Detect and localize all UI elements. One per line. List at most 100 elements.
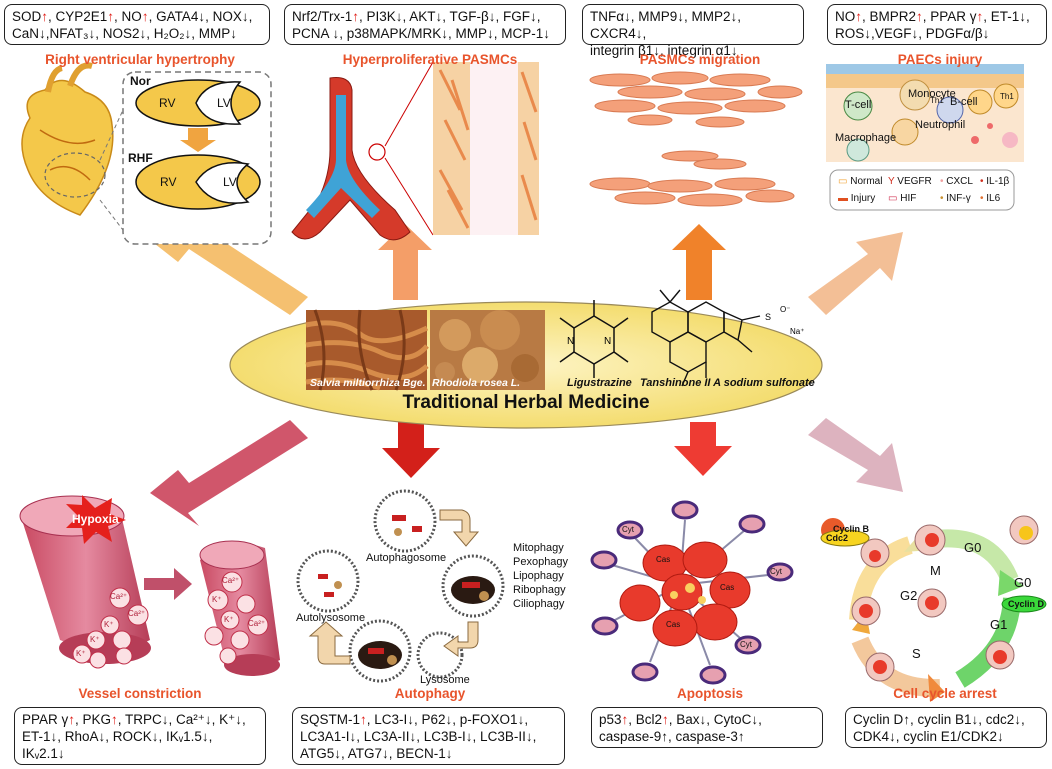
- autophagy-title: Autophagy: [394, 686, 466, 701]
- cyclin-d-badge: [1001, 595, 1047, 613]
- marker-text: ATG5↓, ATG7↓, BECN-1↓: [300, 746, 453, 761]
- vessel-normal: [19, 495, 151, 664]
- legend-il6: • IL6: [980, 193, 1001, 204]
- upregulated-arrow: ↑: [41, 9, 49, 24]
- rv-label-rhf: RV: [160, 175, 177, 189]
- upregulated-arrow: ↑: [107, 9, 115, 24]
- marker-text: ROS↓,VEGF↓, PDGFα/β↓: [835, 26, 990, 41]
- marker-text: , BMPR2: [862, 9, 917, 24]
- sodium-label: Na⁺: [790, 327, 804, 336]
- macrophage-label: Macrophage: [835, 132, 897, 144]
- phase-g1-label: G1: [990, 617, 1008, 632]
- sulfonate-label: S: [765, 312, 771, 322]
- pasmc-markers-box: Nrf2/Trx-1↑, PI3K↓, AKT↓, TGF-β↓, FGF↓,P…: [284, 4, 566, 45]
- rvh-title: Right ventricular hypertrophy: [45, 52, 235, 67]
- autophagy-type: Pexophagy: [513, 556, 569, 568]
- upregulated-arrow: ↑: [662, 712, 669, 727]
- heart-transition-arrow: [180, 128, 216, 152]
- vessel-title: Vessel constriction: [78, 686, 202, 701]
- upregulated-arrow: ↑: [976, 9, 984, 24]
- marker-text: Nrf2/Trx-1: [292, 9, 353, 24]
- marker-text: SQSTM-1: [300, 712, 361, 727]
- marker-text: , LC3-I↓, P62↓, p-FOXO1↓,: [366, 712, 529, 727]
- cyclin-b-label: Cyclin B: [833, 524, 870, 534]
- phase-m-label: M: [930, 563, 941, 578]
- apoptosome: [590, 500, 794, 685]
- sulfonate-label: O⁻: [780, 305, 790, 314]
- upregulated-arrow: ↑: [352, 9, 359, 24]
- k-ion-label: K⁺: [224, 615, 234, 624]
- k-ion-label: K⁺: [104, 620, 114, 629]
- upregulated-arrow: ↑: [141, 9, 149, 24]
- lysosome-label: Lysosome: [420, 674, 470, 686]
- upregulated-arrow: ↑: [621, 712, 629, 727]
- arrow-to-apoptosis: [674, 422, 732, 476]
- upregulated-arrow: ↑: [360, 712, 367, 727]
- arrow-to-paec: [808, 232, 903, 315]
- hypoxia-burst: [66, 495, 126, 544]
- autophagy-type: Ribophagy: [513, 584, 566, 596]
- marker-text: , PKG: [75, 712, 112, 727]
- migration-title: PASMCs migration: [639, 52, 761, 67]
- marker-text: , NO: [114, 9, 142, 24]
- legend-cxcl: • CXCL: [940, 176, 973, 187]
- marker-text: p53: [599, 712, 622, 727]
- legend-il1b: • IL-1β: [980, 176, 1010, 187]
- nitrogen-label: N: [567, 336, 574, 347]
- heart-illustration: [21, 62, 114, 216]
- autophagy-cycle-arrows: [308, 509, 480, 665]
- heart-rhf-label: RHF: [128, 151, 153, 165]
- marker-text: , GATA4↓, NOX↓,: [148, 9, 253, 24]
- arrow-to-migration: [672, 224, 726, 300]
- legend-normal: ▭ Normal: [838, 176, 883, 187]
- heart-nor-label: Nor: [130, 74, 151, 88]
- neutrophil-label: Neutrophil: [915, 119, 966, 131]
- paec-title: PAECs injury: [897, 52, 983, 67]
- cellcycle-markers-box: Cyclin D↑, cyclin B1↓, cdc2↓,CDK4↓, cycl…: [845, 707, 1047, 748]
- autophagosome-label: Autophagosome: [366, 552, 447, 564]
- marker-text: caspase-9↑, caspase-3↑: [599, 729, 745, 744]
- arrow-to-vessel: [150, 420, 308, 526]
- rv-label-normal: RV: [159, 96, 176, 110]
- cyt-label: Cyt: [622, 525, 634, 534]
- marker-text: , TRPC↓, Ca²⁺↓, K⁺↓,: [117, 712, 246, 727]
- apoptosis-title: Apoptosis: [677, 686, 743, 701]
- ligustrazine-caption: Ligustrazine: [567, 377, 632, 389]
- autophagy-types-list: Mitophagy Pexophagy Lipophagy Ribophagy …: [513, 541, 568, 611]
- paec-markers-box: NO↑, BMPR2↑, PPAR γ↑, ET-1↓,ROS↓,VEGF↓, …: [827, 4, 1047, 45]
- upregulated-arrow: ↑: [111, 712, 118, 727]
- rvh-markers-box: SOD↑, CYP2E1↑, NO↑, GATA4↓, NOX↓,CaN↓,NF…: [4, 4, 270, 45]
- phase-g2-label: G2: [900, 588, 918, 603]
- marker-text: NO: [835, 9, 856, 24]
- cas-label: Cas: [666, 620, 681, 629]
- marker-text: TNFα↓, MMP9↓, MMP2↓, CXCR4↓,: [590, 9, 742, 41]
- cyt-label: Cyt: [770, 567, 782, 576]
- marker-text: SOD: [12, 9, 42, 24]
- ca-ion-label: Ca²⁺: [128, 609, 146, 618]
- legend-hif: ▭ HIF: [888, 193, 917, 204]
- legend-injury: ▬ Injury: [838, 193, 876, 204]
- legend-vegfr: Y VEGFR: [888, 176, 932, 187]
- lv-label-rhf: LV: [223, 175, 237, 189]
- marker-text: PCNA ↓, p38MAPK/MRK↓, MMP↓, MCP-1↓: [292, 26, 551, 41]
- marker-text: PPAR γ: [22, 712, 69, 727]
- th1-label-a: Th1: [930, 96, 944, 105]
- bifurcated-vessel: [291, 61, 434, 241]
- marker-text: CDK4↓, cyclin E1/CDK2↓: [853, 729, 1004, 744]
- marker-text: , Bcl2: [628, 712, 663, 727]
- marker-text: IKᵥ2.1↓: [22, 746, 65, 761]
- vessel-markers-box: PPAR γ↑, PKG↑, TRPC↓, Ca²⁺↓, K⁺↓,ET-1↓, …: [14, 707, 266, 765]
- autolysosome-label: Autolysosome: [296, 612, 366, 624]
- phase-s-label: S: [912, 646, 921, 661]
- bcell-label: B-cell: [950, 96, 978, 108]
- cyclin-b-badge: [820, 529, 870, 547]
- pasmc-wall-section: [433, 62, 539, 235]
- marker-text: , ET-1↓,: [983, 9, 1030, 24]
- rhodiola-caption: Rhodiola rosea L.: [432, 377, 521, 389]
- zoom-line: [99, 199, 124, 231]
- cellcycle-title: Cell cycle arrest: [893, 686, 997, 701]
- cdc2-label: Cdc2: [826, 533, 849, 543]
- ca-ion-label: Ca²⁺: [110, 592, 128, 601]
- marker-text: , PPAR γ: [922, 9, 977, 24]
